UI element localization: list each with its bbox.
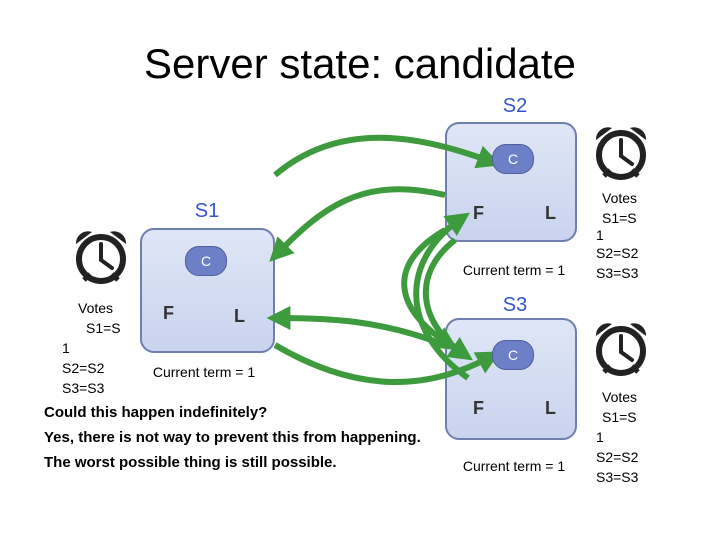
s1-follower-state: F: [163, 303, 174, 323]
s1-current-term: Current term = 1: [152, 364, 256, 380]
explanation-line-3: The worst possible thing is still possib…: [44, 454, 337, 471]
s2-candidate-state: C: [492, 144, 534, 174]
s3-candidate-state: C: [492, 340, 534, 370]
explanation-line-2: Yes, there is not way to prevent this fr…: [44, 429, 421, 446]
s2-follower-state: F: [473, 203, 484, 223]
s3-votes-line: S3=S3: [596, 469, 639, 485]
s1-leader-state: L: [234, 306, 245, 326]
alarm-clock-icon: [75, 231, 127, 284]
s2-votes-heading: Votes: [602, 190, 638, 206]
s2-votes: Votes S1=S 1 S2=S2 S3=S3: [596, 188, 676, 282]
s3-follower-state: F: [473, 398, 484, 418]
arrow-s3-to-s2: [413, 212, 470, 381]
alarm-clock-icon: [595, 323, 647, 376]
s2-leader-state: L: [545, 203, 556, 223]
s1-votes-heading: Votes: [78, 300, 114, 316]
s1-votes-line: S2=S2: [62, 360, 105, 376]
alarm-clock-icon: [595, 127, 647, 180]
s2-current-term: Current term = 1: [462, 262, 566, 278]
explanation-text: Could this happen indefinitely? Yes, the…: [44, 400, 514, 475]
slide-title: Server state: candidate: [144, 40, 576, 87]
s1-votes-line: 1: [62, 340, 70, 356]
s3-votes-line: S2=S2: [596, 449, 639, 465]
s2-votes-line: 1: [596, 227, 604, 243]
s1-votes-line: S1=S: [86, 320, 121, 336]
arrow-s2-to-s3-inner: [422, 237, 473, 361]
server-s2-label: S2: [502, 95, 528, 117]
arrow-s3-to-s1: [266, 306, 447, 348]
s3-current-term: Current term = 1: [462, 458, 566, 474]
arrow-s1-to-s2: [273, 134, 501, 178]
arrow-s1-to-s3: [273, 342, 501, 385]
s3-votes-line: 1: [596, 429, 604, 445]
s1-votes-line: S3=S3: [62, 380, 105, 396]
s1-candidate-state: C: [185, 246, 227, 276]
server-s1-label: S1: [194, 200, 220, 222]
server-s3-label: S3: [502, 294, 528, 316]
arrow-s2-to-s3: [401, 227, 459, 351]
s3-votes-line: S1=S: [602, 409, 637, 425]
s2-votes-line: S1=S: [602, 210, 637, 226]
s3-leader-state: L: [545, 398, 556, 418]
s3-votes-heading: Votes: [602, 389, 638, 405]
arrow-s2-to-s1: [269, 186, 446, 262]
s2-votes-line: S2=S2: [596, 245, 639, 261]
explanation-line-1: Could this happen indefinitely?: [44, 404, 268, 421]
s2-votes-line: S3=S3: [596, 265, 639, 281]
s3-votes: Votes S1=S 1 S2=S2 S3=S3: [596, 387, 676, 487]
s1-votes: Votes S1=S 1 S2=S2 S3=S3: [62, 298, 142, 398]
